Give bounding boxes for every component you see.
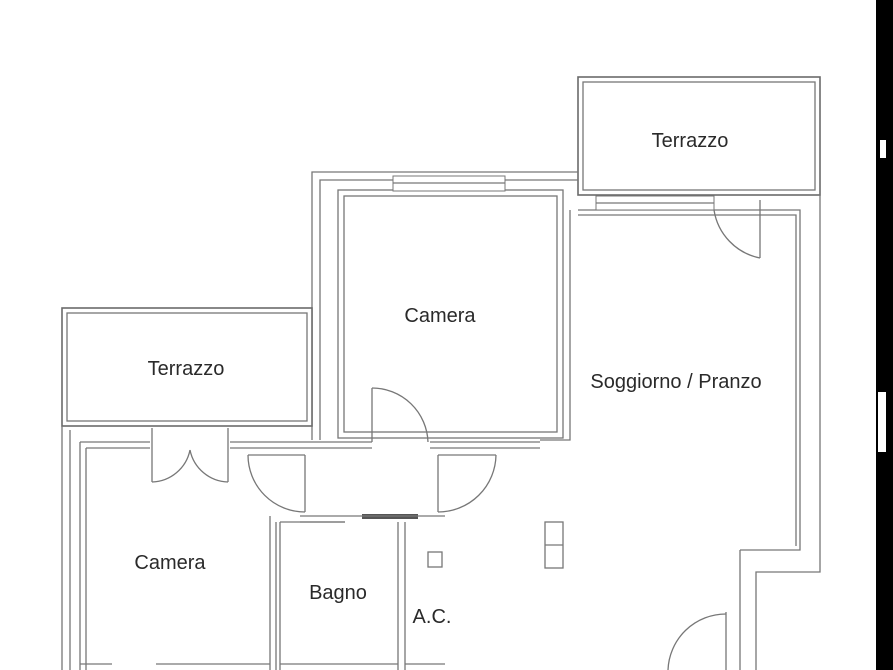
pillar-element: [544, 521, 564, 569]
label-terrazzo-top: Terrazzo: [652, 130, 729, 152]
entrance-door: [667, 612, 727, 670]
door-bedroom-left-terrace: [151, 428, 229, 483]
terrace-left: [61, 307, 313, 427]
border-mark-middle: [878, 392, 886, 452]
label-camera-left: Camera: [134, 552, 206, 574]
border-mark-top: [880, 140, 886, 158]
label-terrazzo-left: Terrazzo: [148, 358, 225, 380]
label-bagno: Bagno: [309, 582, 367, 604]
label-camera-top: Camera: [404, 305, 476, 327]
label-ac: A.C.: [413, 606, 452, 628]
terrace-top: [577, 76, 821, 196]
window-bedroom-top: [392, 175, 506, 192]
door-living: [437, 454, 497, 513]
living-room-walls: [540, 194, 821, 670]
door-bedroom-top: [371, 387, 429, 443]
right-edge-border: [876, 0, 893, 670]
bathroom-walls: [279, 521, 406, 670]
label-soggiorno-pranzo: Soggiorno / Pranzo: [590, 371, 761, 393]
door-bathroom-sliding: [345, 514, 420, 519]
ac-unit-square: [427, 551, 443, 568]
corridor-walls: [300, 441, 540, 523]
bedroom-left-walls: [61, 426, 300, 670]
door-bedroom-left: [247, 454, 306, 513]
window-living-room: [595, 195, 715, 211]
door-terrace-top: [713, 200, 761, 259]
